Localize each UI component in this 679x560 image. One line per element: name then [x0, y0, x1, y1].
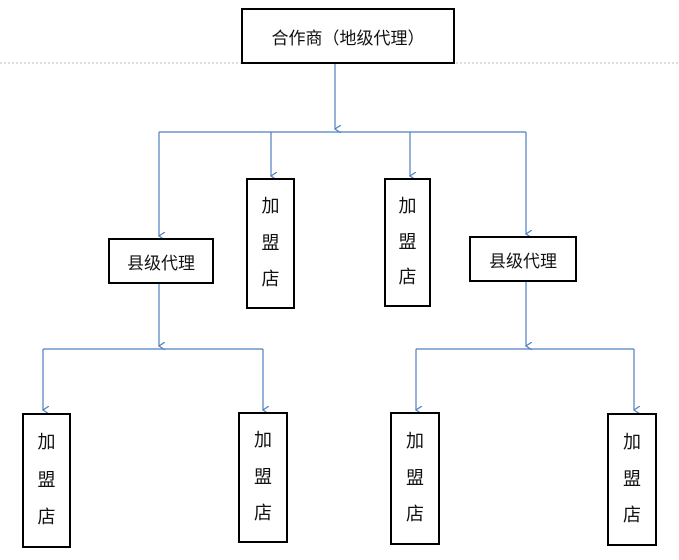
store-char: 店	[406, 504, 424, 526]
franchise-store-box: 加 盟 店	[384, 178, 431, 307]
store-char: 店	[254, 502, 272, 524]
store-char: 加	[406, 430, 424, 452]
store-char: 盟	[261, 232, 280, 254]
franchise-store-box: 加 盟 店	[246, 178, 295, 309]
store-char: 店	[261, 268, 280, 290]
store-char: 盟	[406, 467, 424, 489]
store-char: 加	[254, 430, 272, 452]
store-char: 店	[623, 505, 641, 527]
store-char: 加	[261, 196, 280, 218]
county-agent-box-left: 县级代理	[108, 238, 214, 284]
store-char: 店	[398, 267, 417, 289]
county-agent-label: 县级代理	[489, 251, 557, 272]
store-char: 盟	[623, 468, 641, 490]
franchise-store-box: 加 盟 店	[607, 413, 657, 546]
store-char: 盟	[37, 469, 56, 491]
store-char: 盟	[254, 466, 272, 488]
store-char: 店	[37, 506, 56, 528]
store-char: 加	[398, 195, 417, 217]
franchise-store-box: 加 盟 店	[238, 412, 288, 543]
store-char: 加	[37, 432, 56, 454]
partner-label: 合作商（地级代理）	[271, 28, 425, 49]
partner-box: 合作商（地级代理）	[241, 8, 455, 64]
county-agent-box-right: 县级代理	[469, 236, 577, 282]
store-char: 盟	[398, 231, 417, 253]
franchise-store-box: 加 盟 店	[22, 413, 71, 548]
franchise-store-box: 加 盟 店	[390, 412, 440, 545]
county-agent-label: 县级代理	[127, 253, 195, 274]
store-char: 加	[623, 431, 641, 453]
